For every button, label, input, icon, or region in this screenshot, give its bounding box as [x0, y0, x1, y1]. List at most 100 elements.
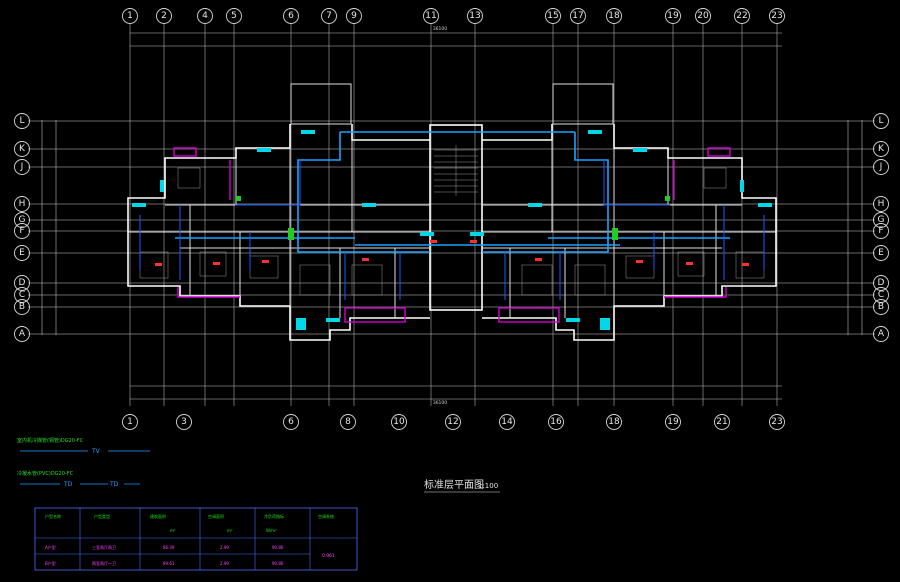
- window-frames: [173, 147, 731, 323]
- top-axis-bubble-22-label: 22: [736, 11, 747, 21]
- row-axis-bubble-left-K-label: K: [19, 144, 26, 154]
- top-axis-bubble-9: [346, 8, 362, 24]
- table-unit-5: W/m²: [266, 528, 277, 533]
- top-axis-bubble-11-label: 11: [425, 11, 436, 21]
- top-axis-bubble-9-label: 9: [351, 11, 357, 21]
- top-axis-bubble-6: [283, 8, 299, 24]
- row-axis-bubble-left-H: [14, 196, 30, 212]
- row-axis-bubble-right-A-label: A: [878, 329, 885, 339]
- row-axis-bubble-right-J-label: J: [879, 162, 883, 172]
- indoor-unit-tags: [155, 240, 749, 266]
- top-axis-bubble-4-label: 4: [202, 11, 208, 21]
- duct-network: [139, 131, 765, 300]
- table-header-5: 冷负荷指标: [264, 513, 284, 519]
- row-axis-bubble-right-C: [873, 287, 889, 303]
- legend-item-3-tag: TD: [109, 481, 119, 488]
- row-axis-bubble-left-D-label: D: [19, 278, 26, 288]
- top-axis-bubble-5: [226, 8, 242, 24]
- legend-item-2-tag: TD: [63, 481, 73, 488]
- top-axis-bubble-7: [321, 8, 337, 24]
- bottom-axis-bubble-1-label: 1: [127, 417, 133, 427]
- top-axis-bubble-13-label: 13: [469, 11, 480, 21]
- top-axis-bubble-1: [122, 8, 138, 24]
- drawing-title: 标准层平面图: [424, 479, 484, 491]
- row-axis-bubble-left-F-label: F: [19, 226, 24, 236]
- table-unit-4: m²: [227, 528, 233, 533]
- table-row-2-col-4: 2.99: [220, 561, 229, 566]
- table-merged-value: 0.961: [322, 553, 335, 559]
- dimension-lines: 36100 36100: [41, 26, 863, 406]
- top-axis-bubble-19: [665, 8, 681, 24]
- top-axis-bubble-1-label: 1: [127, 11, 133, 21]
- row-axis-bubble-right-K-label: K: [878, 144, 885, 154]
- bottom-axis-bubble-12: [445, 414, 461, 430]
- row-axis-bubble-left-G: [14, 212, 30, 228]
- bottom-axis-bubble-23-label: 23: [771, 417, 782, 427]
- row-axis-bubble-left-J-label: J: [20, 162, 24, 172]
- table-header-2: 户型类型: [94, 513, 110, 519]
- row-axis-bubble-left-C: [14, 287, 30, 303]
- row-axis-bubble-left-D: [14, 275, 30, 291]
- row-axis-bubble-left-L: [14, 113, 30, 129]
- bottom-axis-bubble-21: [714, 414, 730, 430]
- building-walls: [127, 83, 777, 341]
- row-axis-bubble-left-A-label: A: [19, 329, 26, 339]
- bottom-axis-bubble-18: [606, 414, 622, 430]
- row-axis-bubble-right-L-label: L: [878, 116, 883, 126]
- top-axis-bubble-18-label: 18: [608, 11, 620, 21]
- drawing-scale: 1:100: [478, 482, 498, 490]
- row-axis-bubble-right-D: [873, 275, 889, 291]
- table-unit-3: m²: [170, 528, 176, 533]
- row-axis-bubble-right-B: [873, 299, 889, 315]
- top-axis-bubble-7-label: 7: [326, 11, 332, 21]
- top-axis-bubble-17-label: 17: [572, 11, 583, 21]
- row-axis-bubble-right-L: [873, 113, 889, 129]
- top-axis-bubble-17: [570, 8, 586, 24]
- row-axis-bubble-right-H: [873, 196, 889, 212]
- axis-grid: [28, 24, 875, 406]
- row-axis-bubble-left-K: [14, 141, 30, 157]
- row-axis-bubble-left-B-label: B: [19, 302, 25, 312]
- bottom-axis-bubble-10: [391, 414, 407, 430]
- row-axis-bubble-right-D-label: D: [878, 278, 885, 288]
- row-axis-bubble-right-A: [873, 326, 889, 342]
- table-header-4: 空调面积: [208, 513, 224, 519]
- top-axis-bubble-15-label: 15: [547, 11, 558, 21]
- top-axis-bubble-19-label: 19: [667, 11, 679, 21]
- bottom-axis-bubble-10-label: 10: [393, 417, 405, 427]
- bottom-axis-bubble-14-label: 14: [501, 417, 513, 427]
- legend-item-1-label: 室内机冷媒管(铜管)DG20-FC: [17, 437, 84, 444]
- row-axis-bubble-right-G: [873, 212, 889, 228]
- table-row-2-col-3: 89.61: [163, 561, 175, 566]
- top-axis-bubble-20: [695, 8, 711, 24]
- bottom-axis-bubble-3-label: 3: [181, 417, 187, 427]
- table-row-2-col-5: 90.86: [272, 561, 284, 566]
- top-axis-bubble-18: [606, 8, 622, 24]
- bottom-axis-bubble-19-label: 19: [667, 417, 679, 427]
- bottom-axis-bubble-12-label: 12: [447, 417, 458, 427]
- table-row-1-col-3: 86.39: [163, 545, 175, 550]
- top-axis-bubble-15: [545, 8, 561, 24]
- row-axis-bubble-right-J: [873, 159, 889, 175]
- load-schedule-table: 户型名称 户型类型 建筑面积 空调面积 冷负荷指标 空调系统 m² m² W/m…: [34, 507, 358, 571]
- top-axis-bubble-5-label: 5: [231, 11, 237, 21]
- bottom-axis-bubble-18-label: 18: [608, 417, 620, 427]
- row-axis-bubble-left-L-label: L: [19, 116, 24, 126]
- ac-units: [132, 130, 772, 330]
- bottom-axis-bubble-14: [499, 414, 515, 430]
- top-overall-dimension: 36100: [433, 26, 447, 32]
- row-axis-bubble-left-B: [14, 299, 30, 315]
- top-axis-bubble-23: [769, 8, 785, 24]
- top-axis-bubble-4: [197, 8, 213, 24]
- row-axis-bubble-right-F-label: F: [878, 226, 883, 236]
- bottom-axis-bubble-19: [665, 414, 681, 430]
- table-row-1-col-5: 90.86: [272, 545, 284, 550]
- valves: [236, 196, 670, 240]
- table-header-3: 建筑面积: [150, 513, 166, 519]
- table-row-1-col-1: A户型: [45, 544, 56, 550]
- top-axis-bubble-20-label: 20: [697, 11, 709, 21]
- row-axis-bubble-right-H-label: H: [878, 199, 885, 209]
- top-axis-bubble-2-label: 2: [161, 11, 167, 21]
